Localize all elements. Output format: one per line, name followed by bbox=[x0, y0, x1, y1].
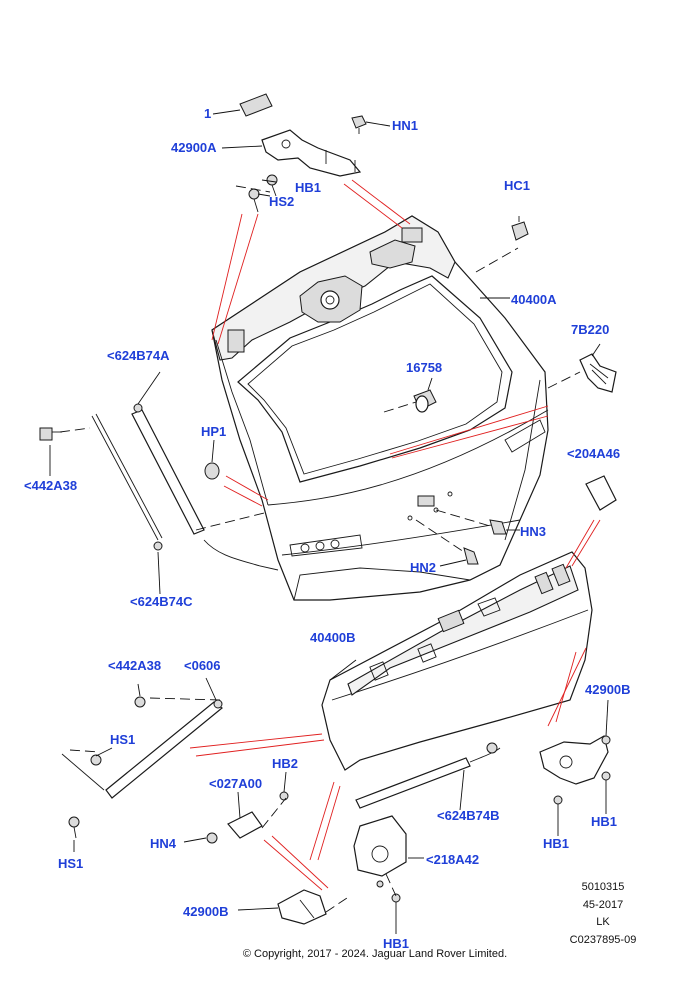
callout-7b220[interactable]: 7B220 bbox=[571, 322, 610, 337]
callout-hb1-bottom[interactable]: HB1 bbox=[383, 936, 410, 951]
callout-hp1[interactable]: HP1 bbox=[201, 424, 227, 439]
lower-tailgate-panel bbox=[321, 551, 593, 771]
callout-hs1-bottom[interactable]: HS1 bbox=[58, 856, 84, 871]
assembly-lines bbox=[59, 185, 581, 913]
hinge-bracket-upper bbox=[261, 129, 362, 177]
fastener-hn2 bbox=[463, 547, 479, 565]
leader-lines bbox=[49, 109, 609, 934]
gas-strut-left bbox=[91, 403, 279, 571]
pin-442a38-left bbox=[39, 427, 62, 441]
callout-hn1[interactable]: HN1 bbox=[392, 118, 419, 133]
bracket-7b220 bbox=[579, 353, 617, 393]
callout-442a38-left[interactable]: <442A38 bbox=[24, 478, 78, 493]
ref-code-3: LK bbox=[596, 916, 610, 928]
callout-40400b[interactable]: 40400B bbox=[310, 630, 356, 645]
callout-hc1[interactable]: HC1 bbox=[504, 178, 531, 193]
ref-code-4: C0237895-09 bbox=[569, 934, 637, 946]
callout-40400a[interactable]: 40400A bbox=[511, 292, 557, 307]
plate-part-1 bbox=[239, 93, 273, 117]
screw-hs2 bbox=[248, 188, 260, 213]
callout-624b74c[interactable]: <624B74C bbox=[130, 594, 193, 609]
callout-0606[interactable]: <0606 bbox=[184, 658, 221, 673]
cap-hc1 bbox=[511, 216, 529, 241]
patch-204a46 bbox=[585, 475, 617, 511]
hinge-bracket-right bbox=[539, 735, 611, 805]
callout-hb1-right-a[interactable]: HB1 bbox=[591, 814, 618, 829]
screw-hs1-bottom bbox=[68, 816, 80, 839]
callout-16758[interactable]: 16758 bbox=[406, 360, 443, 375]
plug-hp1 bbox=[204, 462, 220, 480]
nut-hn1 bbox=[351, 115, 367, 134]
callout-hb1-top[interactable]: HB1 bbox=[295, 180, 322, 195]
hinge-bracket-bottom bbox=[277, 889, 327, 925]
callout-624b74b[interactable]: <624B74B bbox=[437, 808, 500, 823]
strut-0606 bbox=[61, 696, 223, 799]
callout-624b74a[interactable]: <624B74A bbox=[107, 348, 170, 363]
reference-lines bbox=[189, 179, 601, 891]
gas-strut-lower bbox=[355, 742, 501, 809]
callout-42900b-right[interactable]: 42900B bbox=[585, 682, 631, 697]
callout-42900a[interactable]: 42900A bbox=[171, 140, 217, 155]
latch-218a42 bbox=[353, 815, 407, 903]
callout-42900b-bottom[interactable]: 42900B bbox=[183, 904, 229, 919]
callout-204a46[interactable]: <204A46 bbox=[567, 446, 621, 461]
callout-hb1-right-b[interactable]: HB1 bbox=[543, 836, 570, 851]
ref-code-1: 5010315 bbox=[581, 881, 625, 893]
callout-027a00[interactable]: <027A00 bbox=[209, 776, 263, 791]
upper-tailgate-panel bbox=[211, 215, 549, 601]
callout-442a38-mid[interactable]: <442A38 bbox=[108, 658, 162, 673]
callout-hn4[interactable]: HN4 bbox=[150, 836, 177, 851]
component-16758 bbox=[413, 389, 437, 413]
ref-code-2: 45-2017 bbox=[582, 899, 624, 911]
bolt-hb1-top bbox=[266, 174, 278, 197]
fastener-hn3 bbox=[489, 519, 507, 535]
callout-1[interactable]: 1 bbox=[204, 106, 212, 121]
callout-218a42[interactable]: <218A42 bbox=[426, 852, 480, 867]
callout-hn2[interactable]: HN2 bbox=[410, 560, 437, 575]
callout-hs2[interactable]: HS2 bbox=[269, 194, 295, 209]
callout-hs1-top[interactable]: HS1 bbox=[110, 732, 136, 747]
bracket-027a00 bbox=[206, 791, 289, 844]
callout-hn3[interactable]: HN3 bbox=[520, 524, 547, 539]
callout-hb2[interactable]: HB2 bbox=[272, 756, 299, 771]
copyright-notice: © Copyright, 2017 - 2024. Jaguar Land Ro… bbox=[242, 948, 508, 960]
